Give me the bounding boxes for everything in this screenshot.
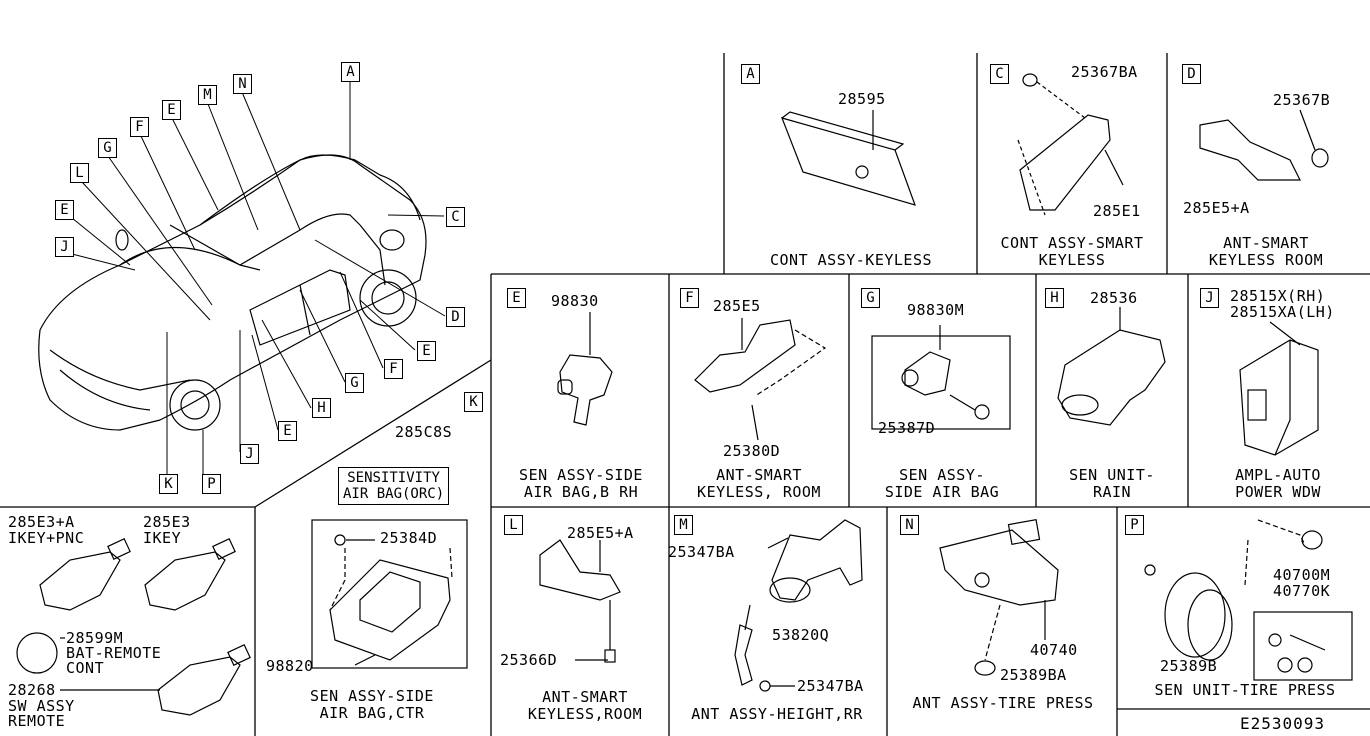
callout-m: M [198,85,217,105]
callout-c: C [446,207,465,227]
part-28599m-desc2: CONT [66,659,105,677]
section-g-letter: G [861,288,880,308]
callout-e3: E [417,341,436,361]
diagram-code: E2530093 [1240,714,1326,733]
part-98830: 98830 [551,292,599,310]
section-a-caption: CONT ASSY-KEYLESS [769,251,933,269]
section-n-caption: ANT ASSY-TIRE PRESS [912,694,1094,712]
callout-n: N [233,74,252,94]
part-28599m: 28599M [66,629,124,647]
callout-l: L [70,163,89,183]
part-28515x-rh: 28515X(RH) [1230,287,1326,305]
section-m-caption: ANT ASSY-HEIGHT,RR [691,705,863,723]
section-p-caption: SEN UNIT-TIRE PRESS [1154,681,1336,699]
callout-d: D [446,307,465,327]
section-m-letter: M [674,515,693,535]
part-28515xa-lh: 28515XA(LH) [1230,303,1335,321]
part-28599m-desc1: BAT-REMOTE [66,644,162,662]
callout-e2: E [55,200,74,220]
callout-j: J [55,237,74,257]
section-g-caption: SEN ASSY-SIDE AIR BAG [884,466,1000,501]
car-overview [38,154,427,431]
part-25387d: 25387D [878,419,936,437]
callout-f2: F [384,359,403,379]
part-98830m: 98830M [907,301,965,319]
part-285e3a: 285E3+A [8,513,75,531]
part-28268-desc1: SW ASSY [8,697,75,715]
part-285e5a-l: 285E5+A [567,524,634,542]
part-285c8s: 285C8S [395,423,453,441]
part-25347ba-top: 25347BA [668,543,735,561]
part-40700m: 40700M [1273,566,1331,584]
callout-e: E [162,100,181,120]
part-53820q: 53820Q [772,626,830,644]
part-25367ba: 25367BA [1071,63,1138,81]
part-25367b: 25367B [1273,91,1331,109]
section-f-letter: F [680,288,699,308]
callout-g: G [98,138,117,158]
part-28595: 28595 [838,90,886,108]
section-l-letter: L [504,515,523,535]
part-25347ba-bottom: 25347BA [797,677,864,695]
part-28268: 28268 [8,681,56,699]
section-c-letter: C [990,64,1009,84]
section-k-letter: K [464,392,483,412]
part-25384d: 25384D [380,529,438,547]
callout-g2: G [345,373,364,393]
callout-a: A [341,62,360,82]
section-p-letter: P [1125,515,1144,535]
section-h-letter: H [1045,288,1064,308]
part-25380d: 25380D [723,442,781,460]
callout-j2: J [240,444,259,464]
part-285e3: 285E3 [143,513,191,531]
part-285e3-desc: IKEY [143,529,182,547]
part-285e3a-desc: IKEY+PNC [8,529,85,547]
part-285e5: 285E5 [713,297,761,315]
callout-e4: E [278,421,297,441]
section-a-letter: A [741,64,760,84]
part-98820: 98820 [266,657,314,675]
callout-h: H [312,398,331,418]
callout-p: P [202,474,221,494]
section-n-letter: N [900,515,919,535]
section-e-letter: E [507,288,526,308]
part-28536: 28536 [1090,289,1138,307]
part-40740: 40740 [1030,641,1078,659]
part-25389ba: 25389BA [1000,666,1067,684]
part-28268-desc2: REMOTE [8,712,66,730]
part-285e5a: 285E5+A [1183,199,1250,217]
section-j-letter: J [1200,288,1219,308]
part-25389b: 25389B [1160,657,1218,675]
callout-f: F [130,117,149,137]
section-d-letter: D [1182,64,1201,84]
part-285e1: 285E1 [1093,202,1141,220]
part-25366d: 25366D [500,651,558,669]
section-h-caption: SEN UNIT-RAIN [1069,466,1155,501]
part-40770k: 40770K [1273,582,1331,600]
callout-k: K [159,474,178,494]
